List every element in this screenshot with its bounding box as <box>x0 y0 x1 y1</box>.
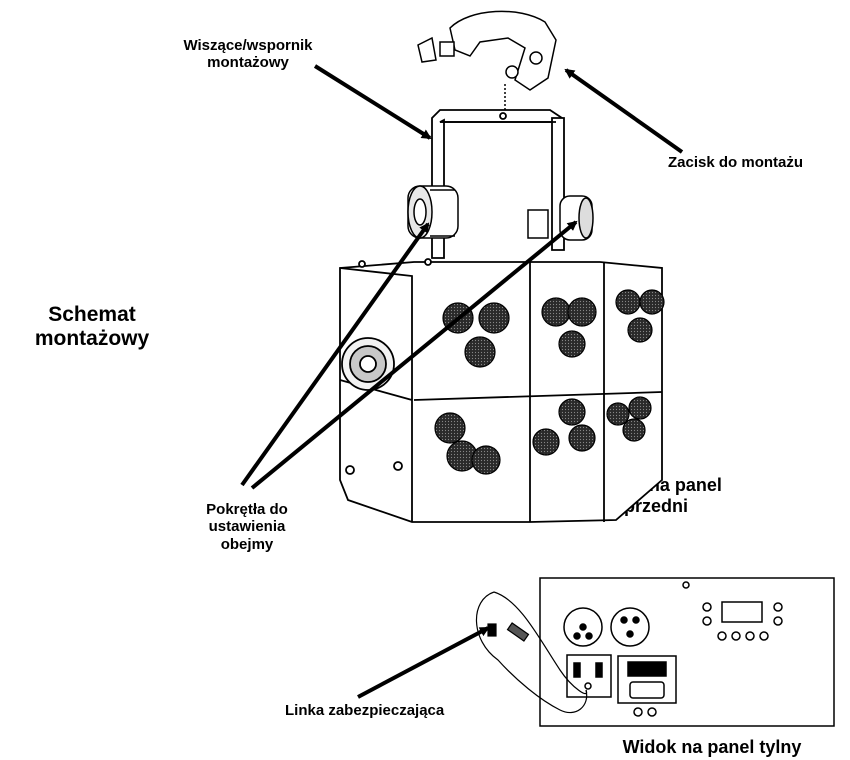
rear-panel-view-label: Widok na panel tylny <box>622 737 802 757</box>
clamp-icon <box>417 10 557 110</box>
fixture-icon <box>339 258 663 523</box>
mount-clamp-label: Zacisk do montażu <box>668 154 804 171</box>
safety-cable-label: Linka zabezpieczająca <box>285 702 445 719</box>
yoke-knobs-label: Pokrętła do ustawienia obejmy <box>206 501 288 553</box>
knob-left <box>407 185 459 239</box>
lens-clusters <box>434 289 665 475</box>
hanging-bracket-label: Wiszące/wspornik montażowy <box>183 37 313 72</box>
rear-panel-icon <box>539 577 835 727</box>
mounting-diagram-title: Schemat montażowy <box>34 303 150 351</box>
safety-cable-icon <box>475 591 588 714</box>
arrow-icon <box>240 64 684 699</box>
